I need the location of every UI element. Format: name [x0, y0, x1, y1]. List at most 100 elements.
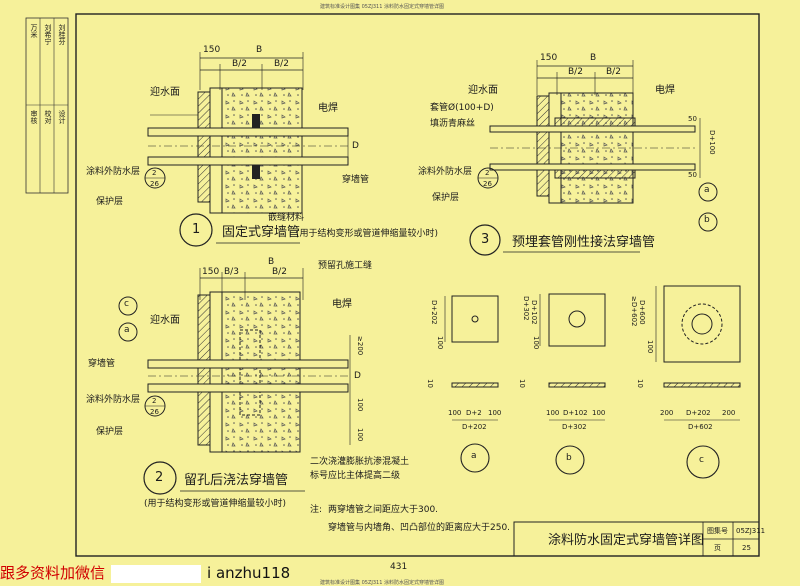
side-name-3: 刘桂芬 — [58, 24, 66, 45]
plate-b-h-1: 100 — [546, 409, 560, 417]
d1-note: (用于结构变形或管道伸缩量较小时) — [296, 229, 439, 239]
plate-c-h-3: 200 — [722, 409, 736, 417]
d2-ref-bottom: 26 — [150, 408, 159, 416]
d2-dim-b2: B/2 — [272, 267, 287, 277]
d1-joint-material: 嵌缝材料 — [268, 213, 305, 223]
d2-dim-b: B — [268, 257, 275, 267]
d3-protect-layer: 保护层 — [432, 193, 460, 203]
plate-b-h-4: D+302 — [562, 423, 587, 431]
d3-water-face: 迎水面 — [468, 85, 498, 96]
d3-tag-b: b — [704, 215, 710, 225]
d3-dim-150: 150 — [540, 53, 558, 63]
d2-note: (用于结构变形或管道伸缩量较小时) — [144, 499, 287, 509]
d2-dim-100a: 100 — [356, 398, 364, 412]
notes-line-1: 两穿墙管之间距应大于300. — [328, 505, 439, 515]
d1-pipe: 穿墙管 — [342, 175, 370, 185]
plate-a-tag: a — [471, 451, 477, 461]
banner-text: 跟多资料加微信 — [0, 564, 106, 582]
d2-weld: 电焊 — [332, 299, 352, 310]
sheet-frame — [75, 13, 760, 557]
footer-tiny-text: 建筑标准设计图集 05ZJ311 涂料防水固定式穿墙管详图 — [320, 580, 444, 586]
plate-a-h-3: 100 — [488, 409, 502, 417]
plate-a-dim-3: 10 — [426, 379, 434, 388]
d1-dim-b2b: B/2 — [274, 59, 289, 69]
header-tiny-text: 建筑标准设计图集 05ZJ311 涂料防水固定式穿墙管详图 — [320, 4, 444, 10]
d2-concrete-note-2: 标号应比主体提高二级 — [310, 471, 401, 481]
d2-number: 2 — [155, 470, 164, 485]
page-label: 页 — [714, 544, 721, 552]
plate-c-dim-4: 10 — [636, 379, 644, 388]
banner-redaction-box — [111, 564, 202, 583]
d2-pipe: 穿墙管 — [88, 359, 116, 369]
d3-asphalt-hemp: 填沥青麻丝 — [430, 119, 476, 129]
d3-dim-50-top: 50 — [688, 115, 697, 123]
d1-protect-layer: 保护层 — [96, 197, 124, 207]
plate-b-dim-4: 10 — [518, 379, 526, 388]
d3-number: 3 — [481, 232, 490, 247]
d1-title: 固定式穿墙管 — [222, 225, 301, 240]
d2-protect-layer: 保护层 — [96, 427, 124, 437]
d1-number: 1 — [192, 222, 201, 237]
d2-title: 留孔后浇法穿墙管 — [184, 473, 289, 488]
plate-b-drawing — [539, 293, 606, 475]
d3-sleeve: 套管Ø(100+D) — [430, 103, 494, 113]
d3-dim-50-bottom: 50 — [688, 171, 697, 179]
d1-dim-b: B — [256, 45, 263, 55]
detail-2-drawing — [118, 268, 351, 495]
plate-b-dim-3: 100 — [532, 336, 540, 350]
plate-b-dim-2: D+102 — [530, 300, 538, 325]
plate-c-dim-1: D+600 — [638, 300, 646, 325]
plate-c-h-4: D+602 — [688, 423, 713, 431]
d3-dim-b2a: B/2 — [568, 67, 583, 77]
plate-c-dim-3: 100 — [646, 340, 654, 354]
plate-a-dim-2: 100 — [436, 336, 444, 350]
plate-a-drawing — [444, 295, 499, 473]
plate-b-h-3: 100 — [592, 409, 606, 417]
d2-dim-200: ≥200 — [356, 336, 364, 356]
side-name-1: 万米 — [30, 24, 38, 38]
d1-ref-top: 2 — [152, 169, 157, 177]
d2-dim-100b: 100 — [356, 428, 364, 442]
d1-dim-150: 150 — [203, 45, 221, 55]
d3-weld: 电焊 — [655, 85, 675, 96]
plate-b-tag: b — [566, 453, 572, 463]
side-label-check: 校对 — [44, 110, 52, 124]
d3-title: 预埋套管刚性接法穿墙管 — [512, 235, 656, 250]
d2-construction-joint: 预留孔施工缝 — [318, 261, 373, 271]
page-number-box: 25 — [742, 544, 751, 552]
side-name-2: 刘希宁 — [44, 24, 52, 45]
atlas-label: 图集号 — [707, 527, 728, 535]
d2-tag-a: a — [124, 325, 130, 335]
d2-coating-layer: 涂料外防水层 — [86, 395, 141, 405]
d3-tag-a: a — [704, 185, 710, 195]
notes-prefix: 注: — [310, 505, 323, 515]
plate-c-h-2: D+202 — [686, 409, 711, 417]
plate-c-drawing — [655, 285, 741, 479]
side-signature-block — [25, 17, 69, 194]
d2-dim-b3: B/3 — [224, 267, 239, 277]
plate-b-dim-1: D+302 — [522, 296, 530, 321]
d1-dim-b2a: B/2 — [232, 59, 247, 69]
side-label-design: 设计 — [58, 110, 66, 124]
drawing-title: 涂料防水固定式穿墙管详图 — [548, 533, 705, 548]
d1-ref-bottom: 26 — [150, 180, 159, 188]
d3-coating-layer: 涂料外防水层 — [418, 167, 473, 177]
detail-1-drawing — [144, 52, 349, 247]
d2-dim-150: 150 — [202, 267, 220, 277]
d3-ref-bottom: 26 — [483, 180, 492, 188]
plate-c-dim-2: ≥D+602 — [630, 296, 638, 327]
contact-banner: 跟多资料加微信 i anzhu118 — [0, 562, 290, 583]
d1-dim-d: D — [352, 141, 359, 151]
detail-3-drawing — [469, 60, 718, 256]
plate-a-h-2: D+2 — [466, 409, 482, 417]
d3-dim-b2b: B/2 — [606, 67, 621, 77]
d3-dim-d100: D+100 — [708, 130, 716, 155]
d1-coating-layer: 涂料外防水层 — [86, 167, 141, 177]
d2-dim-d: D — [354, 371, 361, 381]
d2-ref-top: 2 — [152, 397, 157, 405]
plate-a-h-1: 100 — [448, 409, 462, 417]
banner-id: i anzhu118 — [207, 564, 291, 582]
plate-c-h-1: 200 — [660, 409, 674, 417]
notes-line-2: 穿墙管与内墙角、凹凸部位的距离应大于250. — [328, 523, 511, 533]
